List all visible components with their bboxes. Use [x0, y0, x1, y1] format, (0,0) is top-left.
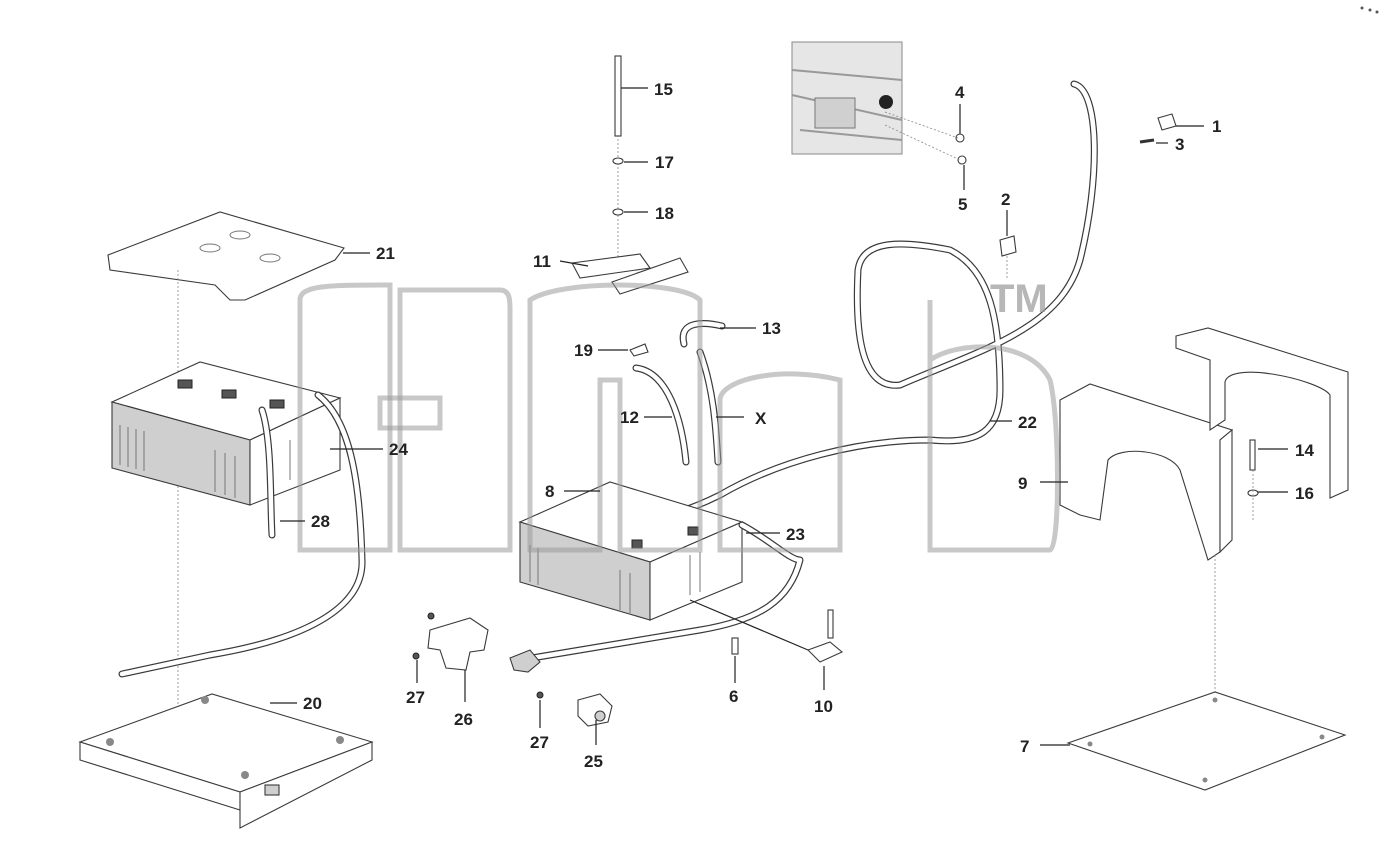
- callout-19: 19: [574, 341, 593, 360]
- callout-27-right: 27: [530, 733, 549, 752]
- callout-20: 20: [303, 694, 322, 713]
- callout-3: 3: [1175, 135, 1184, 154]
- callout-22: 22: [1018, 413, 1037, 432]
- callout-25: 25: [584, 752, 603, 771]
- part-14-bolt: [1249, 439, 1256, 471]
- watermark-trademark: TM: [990, 277, 1048, 321]
- callout-24: 24: [389, 440, 408, 459]
- part-27-screw-right: [536, 691, 544, 699]
- terminal-connector: [509, 649, 541, 673]
- callout-26: 26: [454, 710, 473, 729]
- part-6-bolt: [731, 637, 739, 655]
- watermark-logo: TM: [297, 277, 1060, 553]
- callout-17: 17: [655, 153, 674, 172]
- callout-labels: 1 2 3 4 5 6 7 8 9 10 11 12 13 14 15 16 1…: [303, 80, 1314, 771]
- part-3-screw: [1139, 138, 1155, 144]
- callout-leaders: [270, 87, 1288, 746]
- part-27-screw-left: [412, 652, 420, 660]
- callout-7: 7: [1020, 737, 1029, 756]
- part-25-switch: [577, 693, 613, 727]
- corner-mark-icon: [1360, 6, 1379, 14]
- callout-1: 1: [1212, 117, 1221, 136]
- part-18-washer: [612, 208, 624, 216]
- inset-detail-photo: [791, 41, 903, 155]
- part-21-cover: [107, 211, 345, 301]
- part-15-rod: [614, 55, 622, 260]
- part-2-grommet: [999, 235, 1017, 257]
- left-battery-pair: [110, 361, 342, 506]
- callout-9: 9: [1018, 474, 1027, 493]
- callout-14: 14: [1295, 441, 1314, 460]
- part-26-bracket: [427, 617, 489, 671]
- part-20-tray: [78, 693, 374, 829]
- callout-15: 15: [654, 80, 673, 99]
- part-1-clip: [1157, 113, 1177, 131]
- callout-8: 8: [545, 482, 554, 501]
- callout-4: 4: [955, 83, 965, 102]
- callout-11: 11: [533, 252, 551, 271]
- callout-5: 5: [958, 195, 967, 214]
- callout-23: 23: [786, 525, 805, 544]
- callout-6: 6: [729, 687, 738, 706]
- callout-x: X: [755, 409, 767, 428]
- part-5-nut: [957, 155, 967, 165]
- callout-10: 10: [814, 697, 833, 716]
- callout-28: 28: [311, 512, 330, 531]
- callout-18: 18: [655, 204, 674, 223]
- callout-21: 21: [376, 244, 395, 263]
- upper-support-bracket: [1175, 327, 1349, 499]
- part-17-washer: [612, 157, 624, 165]
- callout-16: 16: [1295, 484, 1314, 503]
- part-28-cable: [259, 407, 275, 538]
- part-10-bolt: [827, 609, 834, 639]
- callout-13: 13: [762, 319, 781, 338]
- part-7-plate: [1066, 691, 1347, 791]
- part-19-terminal: [629, 343, 649, 357]
- callout-2: 2: [1001, 190, 1010, 209]
- part-9-cover: [1059, 383, 1234, 561]
- callout-12: 12: [620, 408, 639, 427]
- callout-27-left: 27: [406, 688, 425, 707]
- part-10-bracket: [807, 641, 844, 663]
